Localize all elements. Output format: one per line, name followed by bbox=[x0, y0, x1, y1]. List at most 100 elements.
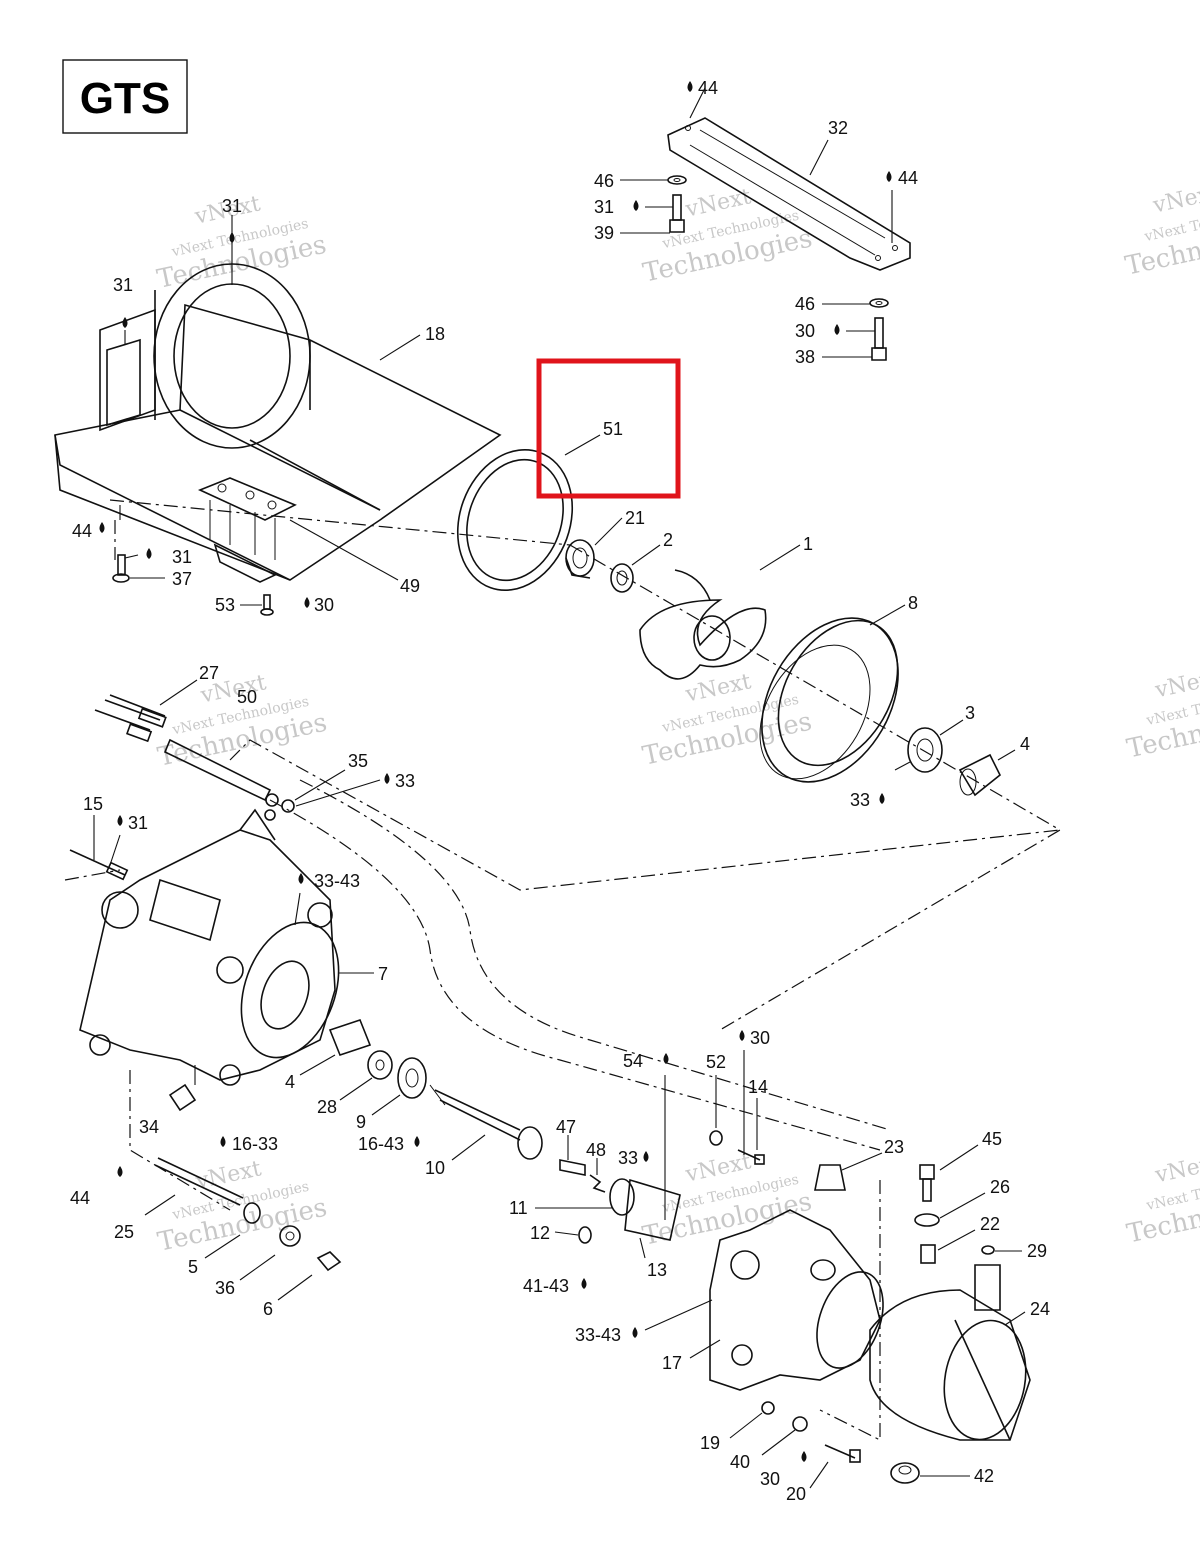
label-16-33: 16-33 bbox=[232, 1134, 278, 1154]
drop-icon bbox=[117, 815, 123, 826]
label-10: 10 bbox=[425, 1158, 445, 1178]
part-35-orings bbox=[264, 793, 295, 821]
screw-38 bbox=[871, 317, 887, 361]
drop-icon bbox=[99, 522, 105, 533]
drop-icon bbox=[146, 548, 152, 559]
label-52: 52 bbox=[706, 1052, 726, 1072]
part-18-ride-plate-housing bbox=[54, 263, 502, 581]
label-33-43-a: 33-43 bbox=[314, 871, 360, 891]
label-33-b: 33 bbox=[850, 790, 870, 810]
label-41-43: 41-43 bbox=[523, 1276, 569, 1296]
label-39: 39 bbox=[594, 223, 614, 243]
washer-46-lower bbox=[869, 298, 889, 308]
label-26: 26 bbox=[990, 1177, 1010, 1197]
label-9: 9 bbox=[356, 1112, 366, 1132]
title-box bbox=[62, 59, 188, 134]
part-34-nut bbox=[168, 1083, 197, 1112]
label-40: 40 bbox=[730, 1452, 750, 1472]
label-24: 24 bbox=[1030, 1299, 1050, 1319]
drop-symbols bbox=[99, 81, 892, 1462]
part-1-impeller bbox=[639, 569, 767, 680]
part-10-drive-shaft bbox=[429, 1084, 543, 1160]
label-15: 15 bbox=[83, 794, 103, 814]
label-31-e: 31 bbox=[128, 813, 148, 833]
label-32: 32 bbox=[828, 118, 848, 138]
part-11-oring bbox=[609, 1178, 635, 1216]
label-6: 6 bbox=[263, 1299, 273, 1319]
part-25-stud bbox=[154, 1157, 244, 1206]
label-46-a: 46 bbox=[594, 171, 614, 191]
label-50: 50 bbox=[237, 687, 257, 707]
part-52-washer bbox=[709, 1130, 723, 1146]
drop-icon bbox=[229, 232, 235, 243]
drop-icon bbox=[663, 1053, 669, 1064]
label-23: 23 bbox=[884, 1137, 904, 1157]
label-7: 7 bbox=[378, 964, 388, 984]
part-42-cap bbox=[890, 1462, 920, 1484]
drop-icon bbox=[122, 317, 128, 328]
label-30-a: 30 bbox=[795, 321, 815, 341]
highlight-box-part-51 bbox=[536, 358, 681, 499]
watermark-7-line1: vNext bbox=[193, 1156, 264, 1194]
watermark-6-line1: vNext bbox=[1152, 665, 1200, 703]
drop-icon bbox=[834, 324, 840, 335]
drop-icon bbox=[220, 1136, 226, 1147]
part-50-pin bbox=[94, 709, 153, 743]
label-30-c: 30 bbox=[750, 1028, 770, 1048]
washer-46-top bbox=[667, 175, 687, 185]
label-30-d: 30 bbox=[760, 1469, 780, 1489]
part-3-seal bbox=[907, 727, 943, 773]
label-4-b: 4 bbox=[285, 1072, 295, 1092]
label-44-d: 44 bbox=[70, 1188, 90, 1208]
watermark-8-line1: vNext bbox=[683, 1149, 754, 1187]
label-38: 38 bbox=[795, 347, 815, 367]
label-48: 48 bbox=[586, 1140, 606, 1160]
label-11: 11 bbox=[509, 1198, 528, 1218]
part-26-washer bbox=[914, 1213, 940, 1227]
label-28: 28 bbox=[317, 1097, 337, 1117]
label-31-c: 31 bbox=[113, 275, 133, 295]
part-7-pump-housing bbox=[79, 808, 340, 1086]
part-36-washer bbox=[279, 1225, 301, 1247]
label-31-b: 31 bbox=[222, 196, 242, 216]
part-17-venturi bbox=[709, 1209, 884, 1391]
part-2-bushing bbox=[610, 563, 634, 593]
part-49-grate bbox=[197, 477, 297, 583]
label-14: 14 bbox=[748, 1077, 768, 1097]
part-labels: 44 32 46 31 39 44 46 30 38 31 31 18 51 2… bbox=[70, 78, 1050, 1504]
part-4-bearing-bottom bbox=[328, 1019, 372, 1056]
part-24-nozzle bbox=[869, 1264, 1031, 1441]
label-45: 45 bbox=[982, 1129, 1002, 1149]
label-5: 5 bbox=[188, 1257, 198, 1277]
label-44-b: 44 bbox=[898, 168, 918, 188]
label-35: 35 bbox=[348, 751, 368, 771]
part-13-cover bbox=[624, 1178, 681, 1241]
label-19: 19 bbox=[700, 1433, 720, 1453]
part-12-plug bbox=[578, 1226, 592, 1244]
part-51-seal-ring bbox=[456, 448, 574, 592]
watermark-2-line1: vNext bbox=[683, 184, 754, 222]
label-51: 51 bbox=[603, 419, 623, 439]
label-30-b: 30 bbox=[314, 595, 334, 615]
part-29-plug bbox=[981, 1245, 995, 1255]
label-31-a: 31 bbox=[594, 197, 614, 217]
part-28-washer bbox=[367, 1050, 393, 1080]
drop-icon bbox=[739, 1030, 745, 1041]
leader-lines bbox=[93, 87, 1026, 1489]
drop-icon bbox=[298, 873, 304, 884]
drop-icon bbox=[581, 1278, 587, 1289]
label-16-43: 16-43 bbox=[358, 1134, 404, 1154]
label-42: 42 bbox=[974, 1466, 994, 1486]
drop-icon bbox=[414, 1136, 420, 1147]
part-tube bbox=[163, 738, 272, 802]
drop-icon bbox=[632, 1327, 638, 1338]
part-8-wear-ring bbox=[759, 617, 899, 783]
label-21: 21 bbox=[625, 508, 645, 528]
label-17: 17 bbox=[662, 1353, 682, 1373]
label-29: 29 bbox=[1027, 1241, 1047, 1261]
label-8: 8 bbox=[908, 593, 918, 613]
screw-39 bbox=[669, 194, 685, 233]
part-19-washer bbox=[761, 1401, 775, 1415]
label-31-d: 31 bbox=[172, 547, 192, 567]
